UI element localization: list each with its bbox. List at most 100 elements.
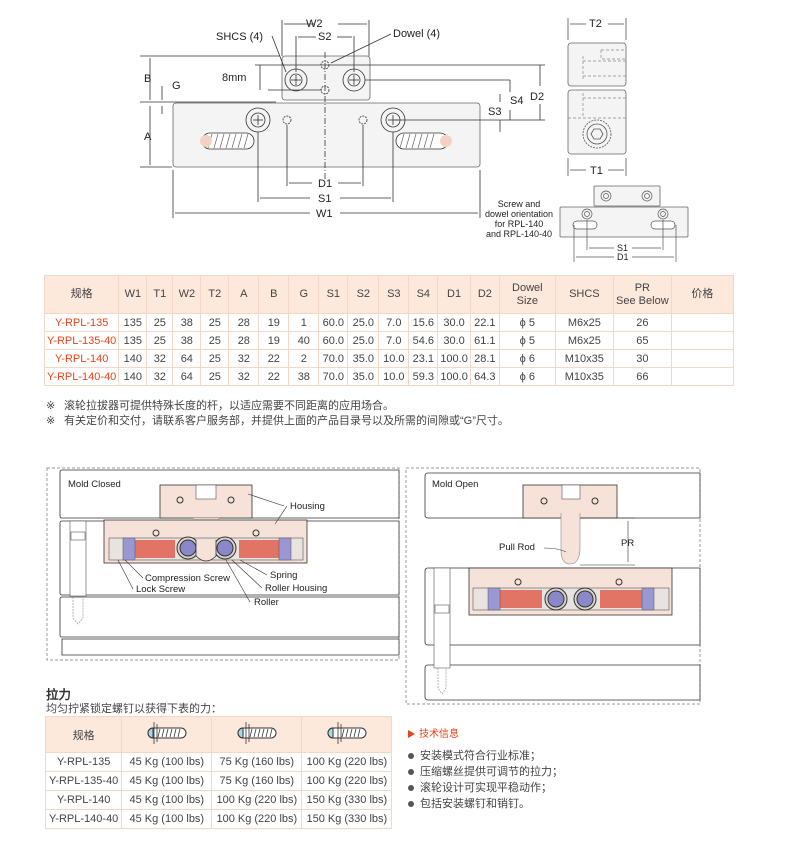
- table-cell: 26: [612, 313, 672, 332]
- force-cell: 100 Kg (220 lbs): [301, 771, 393, 791]
- list-item: 包括安装螺钉和销钉。: [408, 796, 563, 812]
- table-cell: 59.3: [408, 367, 439, 386]
- table-cell: 64: [172, 367, 202, 386]
- table-cell: 30: [612, 349, 672, 368]
- table-cell: 28: [228, 313, 260, 332]
- force-col-header: 规格: [44, 716, 123, 753]
- table-cell: 1: [288, 313, 320, 332]
- table-cell: 100.0: [437, 367, 471, 386]
- table-cell: 38: [172, 331, 202, 350]
- table-cell: 25: [146, 313, 174, 332]
- table-cell: 22: [258, 367, 290, 386]
- force-cell: 45 Kg (100 lbs): [121, 790, 213, 810]
- callout-roller-housing: Roller Housing: [265, 583, 327, 594]
- table-cell: 7.0: [378, 313, 410, 332]
- col-header: PR See Below: [612, 275, 672, 314]
- table-cell: 25: [200, 331, 230, 350]
- spec-table-header: 规格 W1 T1 W2 T2 A B G S1 S2 S3 S4 D1 D2 D…: [43, 275, 734, 314]
- table-cell: 25: [200, 313, 230, 332]
- notes: ※滚轮拉拔器可提供特殊长度的杆，以适应需要不同距离的应用场合。 ※有关定价和交付…: [46, 399, 509, 429]
- table-cell: 35.0: [347, 349, 380, 368]
- svg-text:dowel orientation: dowel orientation: [485, 209, 553, 219]
- screw-tight-icon: [327, 722, 367, 744]
- col-header: D1: [437, 275, 471, 314]
- small-dim-s1: S1: [617, 243, 628, 253]
- table-cell: 40: [288, 331, 320, 350]
- col-header: S1: [318, 275, 349, 314]
- table-cell: 64: [172, 349, 202, 368]
- mold-closed-title: Mold Closed: [68, 479, 121, 490]
- col-header: G: [288, 275, 320, 314]
- col-header: W2: [172, 275, 202, 314]
- col-header: T2: [200, 275, 230, 314]
- table-cell: 38: [172, 313, 202, 332]
- list-item: 滚轮设计可实现平稳动作；: [408, 780, 563, 796]
- table-cell: 135: [118, 331, 148, 350]
- col-header: T1: [146, 275, 174, 314]
- mold-open-title: Mold Open: [432, 479, 478, 490]
- dim-8mm: 8mm: [222, 72, 246, 84]
- col-header: Dowel Size: [498, 275, 556, 314]
- table-cell: 30.0: [437, 313, 471, 332]
- table-cell: 135: [118, 313, 148, 332]
- table-cell: 25: [200, 349, 230, 368]
- force-cell: 100 Kg (220 lbs): [211, 790, 303, 810]
- list-item: 安装模式符合行业标准；: [408, 748, 563, 764]
- note-line: ※滚轮拉拔器可提供特殊长度的杆，以适应需要不同距离的应用场合。: [46, 400, 394, 412]
- force-cell: 150 Kg (330 lbs): [301, 790, 393, 810]
- model-cell: Y-RPL-135: [43, 313, 120, 332]
- dim-b: B: [144, 73, 151, 85]
- table-cell: 2: [288, 349, 320, 368]
- table-cell: 25.0: [347, 331, 380, 350]
- col-header: SHCS: [554, 275, 614, 314]
- dim-a: A: [144, 131, 152, 143]
- table-cell: 65: [612, 331, 672, 350]
- col-header: 规格: [43, 275, 120, 314]
- table-cell: 61.1: [469, 331, 500, 350]
- col-header: S4: [408, 275, 439, 314]
- col-header: 价格: [670, 275, 734, 314]
- model-cell: Y-RPL-135-40: [43, 331, 120, 350]
- svg-text:for RPL-140: for RPL-140: [495, 219, 544, 229]
- upper-block: [281, 55, 371, 101]
- force-subtitle: 均匀拧紧锁定螺钉以获得下表的力：: [46, 703, 222, 715]
- list-item: 压缩螺丝提供可调节的拉力；: [408, 764, 563, 780]
- table-cell: 66: [612, 367, 672, 386]
- table-cell: 30.0: [437, 331, 471, 350]
- main-body: [172, 102, 481, 168]
- table-cell: 25.0: [347, 313, 380, 332]
- table-cell: 25: [200, 367, 230, 386]
- dim-d2: D2: [530, 91, 544, 103]
- table-cell: 10.0: [378, 367, 410, 386]
- triangle-right-icon: [408, 730, 415, 739]
- dimension-drawing: W2 S2 SHCS (4) Dowel (4) B G 8mm A S3 S4…: [140, 18, 689, 262]
- table-cell: 64.3: [469, 367, 500, 386]
- table-cell: 28.1: [469, 349, 500, 368]
- screw-medium-icon: [237, 722, 277, 744]
- mold-closed-diagram: Mold Closed Housing Compression Screw Lo…: [46, 467, 400, 661]
- force-col-header: [121, 716, 213, 753]
- mold-open-diagram: Mold Open Pull Rod PR: [405, 467, 701, 705]
- force-cell: 45 Kg (100 lbs): [121, 771, 213, 791]
- small-dim-d1: D1: [617, 252, 629, 262]
- table-cell: 140: [118, 367, 148, 386]
- table-cell: 35.0: [347, 367, 380, 386]
- dim-s1: S1: [318, 193, 331, 205]
- bullet-icon: [408, 801, 414, 808]
- col-header: B: [258, 275, 290, 314]
- dim-t2: T2: [589, 18, 602, 30]
- callout-roller: Roller: [254, 597, 279, 608]
- col-header: D2: [469, 275, 500, 314]
- mold-diagrams: Mold Closed Housing Compression Screw Lo…: [46, 467, 701, 705]
- force-cell: 100 Kg (220 lbs): [301, 752, 393, 772]
- label-shcs: SHCS (4): [216, 31, 263, 43]
- table-cell: ϕ 5: [498, 313, 556, 332]
- tech-info-list: 安装模式符合行业标准； 压缩螺丝提供可调节的拉力； 滚轮设计可实现平稳动作； 包…: [408, 748, 563, 812]
- table-cell: 100.0: [437, 349, 471, 368]
- table-cell: 60.0: [318, 313, 349, 332]
- callout-lock-screw: Lock Screw: [136, 584, 185, 595]
